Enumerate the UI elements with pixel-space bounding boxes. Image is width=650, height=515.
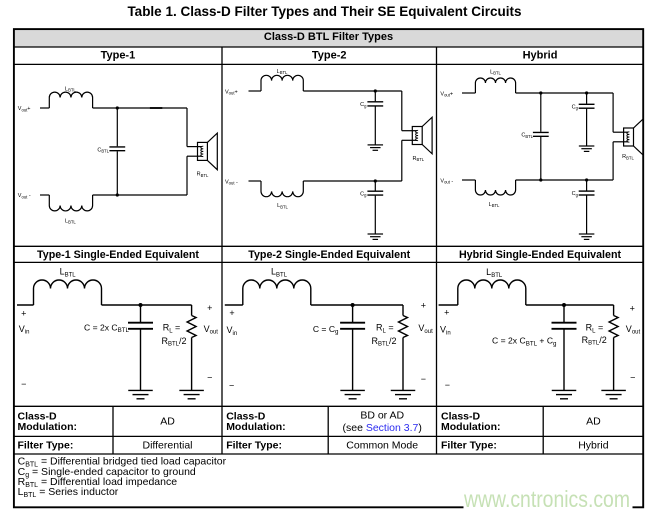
svg-text:Vout: Vout	[418, 323, 433, 335]
svg-text:+: +	[207, 303, 212, 313]
svg-text:LBTL: LBTL	[271, 267, 288, 279]
svg-text:−: −	[207, 372, 212, 382]
svg-text:Hybrid Single-Ended Equivalent: Hybrid Single-Ended Equivalent	[459, 249, 622, 261]
svg-text:+: +	[229, 308, 234, 318]
svg-text:−: −	[421, 374, 426, 384]
svg-text:Cg: Cg	[360, 102, 367, 108]
svg-text:Filter Type:: Filter Type:	[441, 439, 497, 451]
svg-text:+: +	[630, 303, 635, 313]
svg-text:LBTL: LBTL	[277, 203, 288, 209]
svg-text:Vout+: Vout+	[18, 106, 31, 112]
svg-text:Type-2 Single-Ended Equivalent: Type-2 Single-Ended Equivalent	[248, 249, 410, 261]
svg-text:LBTL: LBTL	[490, 70, 501, 76]
svg-text:Common Mode: Common Mode	[346, 439, 418, 451]
svg-text:RBTL/2: RBTL/2	[161, 336, 186, 348]
svg-text:Table 1. Class-D Filter Types: Table 1. Class-D Filter Types and Their …	[127, 4, 521, 19]
svg-text:Vout -: Vout -	[18, 193, 31, 199]
svg-text:Type-1 Single-Ended Equivalent: Type-1 Single-Ended Equivalent	[37, 249, 199, 261]
svg-text:−: −	[445, 380, 450, 390]
svg-text:Class-D: Class-D	[441, 410, 481, 422]
svg-text:LBTL: LBTL	[60, 267, 77, 279]
svg-text:Vout -: Vout -	[440, 178, 453, 184]
svg-text:Modulation:: Modulation:	[441, 421, 500, 433]
svg-text:Cg: Cg	[572, 104, 579, 110]
svg-text:RL =: RL =	[586, 323, 604, 335]
svg-text:Cg = Single-ended capacitor to: Cg = Single-ended capacitor to ground	[18, 466, 196, 479]
svg-text:Modulation:: Modulation:	[226, 421, 285, 433]
svg-text:LBTL: LBTL	[277, 69, 288, 75]
svg-text:AD: AD	[160, 416, 175, 428]
svg-text:AD: AD	[586, 416, 601, 428]
svg-text:Vout -: Vout -	[225, 179, 238, 185]
svg-text:+: +	[421, 301, 426, 311]
svg-text:Vout+: Vout+	[225, 89, 238, 95]
svg-text:RL =: RL =	[163, 323, 181, 335]
svg-text:Vin: Vin	[19, 324, 30, 336]
svg-text:BD or AD: BD or AD	[360, 410, 404, 422]
svg-text:Modulation:: Modulation:	[18, 421, 77, 433]
svg-text:Vout+: Vout+	[440, 91, 453, 97]
svg-text:CBTL: CBTL	[97, 147, 109, 153]
svg-text:RBTL: RBTL	[412, 156, 424, 162]
svg-text:RL =: RL =	[376, 323, 394, 335]
svg-text:LBTL: LBTL	[65, 86, 76, 92]
svg-text:Vout: Vout	[626, 324, 641, 336]
svg-text:www.cntronics.com: www.cntronics.com	[463, 486, 630, 512]
svg-text:LBTL = Series inductor: LBTL = Series inductor	[18, 486, 119, 499]
svg-text:Filter Type:: Filter Type:	[226, 439, 282, 451]
svg-text:RBTL/2: RBTL/2	[371, 336, 396, 348]
svg-text:−: −	[630, 373, 635, 383]
svg-text:Type-2: Type-2	[312, 50, 347, 62]
svg-text:Hybrid: Hybrid	[578, 439, 609, 451]
svg-text:−: −	[229, 381, 234, 391]
svg-text:CBTL: CBTL	[521, 133, 533, 139]
svg-text:Class-D BTL Filter Types: Class-D BTL Filter Types	[264, 31, 393, 43]
svg-text:Differential: Differential	[143, 439, 193, 451]
svg-text:RBTL: RBTL	[622, 154, 634, 160]
svg-text:RBTL: RBTL	[197, 172, 209, 178]
svg-text:Cg: Cg	[360, 191, 367, 197]
svg-text:Class-D: Class-D	[226, 410, 266, 422]
svg-text:LBTL: LBTL	[65, 219, 76, 225]
svg-text:C = 2x CBTL + Cg: C = 2x CBTL + Cg	[492, 336, 557, 348]
svg-text:Vin: Vin	[227, 325, 238, 337]
svg-text:CBTL = Differential bridged ti: CBTL = Differential bridged tied load ca…	[18, 456, 227, 469]
svg-text:Vin: Vin	[440, 325, 451, 337]
svg-text:RBTL/2: RBTL/2	[582, 335, 607, 347]
svg-text:C = 2x CBTL: C = 2x CBTL	[84, 322, 130, 334]
svg-text:Hybrid: Hybrid	[523, 50, 558, 62]
svg-text:+: +	[21, 309, 26, 319]
svg-text:Cg: Cg	[572, 191, 579, 197]
svg-text:C = Cg: C = Cg	[313, 324, 339, 336]
svg-text:LBTL: LBTL	[486, 267, 503, 279]
svg-text:+: +	[444, 308, 449, 318]
svg-text:LBTL: LBTL	[489, 202, 500, 208]
svg-text:Vout: Vout	[204, 324, 219, 336]
svg-text:−: −	[21, 379, 26, 389]
svg-text:(see Section 3.7): (see Section 3.7)	[343, 422, 422, 434]
svg-text:RBTL = Differential load imped: RBTL = Differential load impedance	[18, 476, 178, 489]
svg-text:Class-D: Class-D	[18, 410, 58, 422]
svg-text:Filter Type:: Filter Type:	[18, 439, 74, 451]
svg-text:Type-1: Type-1	[101, 50, 136, 62]
